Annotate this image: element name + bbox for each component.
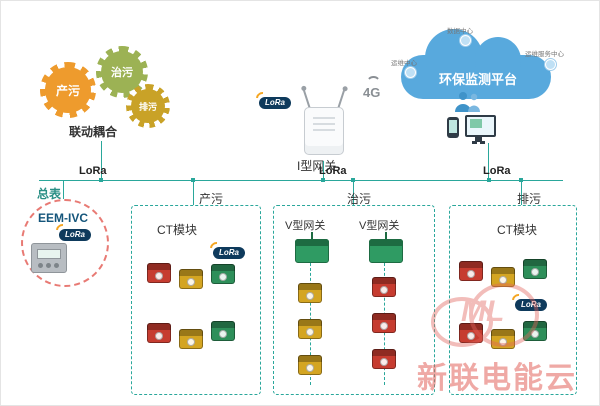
bus-junction xyxy=(99,178,103,182)
4g-signal-icon: 4G xyxy=(363,76,382,100)
main-meter-label: 总表 xyxy=(37,187,62,201)
cloud-node-ops-center: 运维中心 xyxy=(391,60,417,67)
cloud-node-data-center: 数据中心 xyxy=(447,28,473,35)
ct-module-yellow xyxy=(179,269,203,289)
lora-bus-label-left: LoRa xyxy=(79,165,107,177)
bus-junction xyxy=(321,178,325,182)
lora-bus-label-center: LoRa xyxy=(319,165,347,177)
cloud-node-icon xyxy=(405,67,416,78)
gears-caption: 联动耦合 xyxy=(69,125,118,139)
energy-meter-device xyxy=(31,243,67,273)
lora-bus-line xyxy=(39,180,563,181)
lora-badge-production: LoRa xyxy=(213,247,245,259)
ct-module-red xyxy=(372,277,396,297)
bus-junction xyxy=(519,178,523,182)
lora-badge-gateway: LoRa xyxy=(259,97,291,109)
bus-junction xyxy=(191,178,195,182)
cloud-node-icon xyxy=(545,59,556,70)
v-gateway-device xyxy=(295,232,329,263)
monitor-icon xyxy=(465,115,496,142)
gear-production: 产污 xyxy=(40,62,96,118)
connector-bus-meter xyxy=(63,181,64,199)
ct-module-green xyxy=(211,321,235,341)
cloud-platform-title: 环保监测平台 xyxy=(438,72,517,87)
ct-module-yellow xyxy=(491,329,515,349)
ct-module-yellow xyxy=(298,355,322,375)
ct-module-red xyxy=(459,323,483,343)
ct-module-yellow xyxy=(179,329,203,349)
ct-module-yellow xyxy=(491,267,515,287)
phone-icon xyxy=(447,117,459,138)
gear-label: 排污 xyxy=(131,89,165,123)
ct-module-green xyxy=(523,321,547,341)
ct-module-yellow xyxy=(298,319,322,339)
main-meter-group xyxy=(21,199,109,287)
gateway-label: I型网关 xyxy=(297,159,337,173)
cloud-node-service-center: 运维服务中心 xyxy=(525,51,564,58)
lora-badge-discharge: LoRa xyxy=(515,299,547,311)
v-gateway-label-right: V型网关 xyxy=(359,220,400,232)
ct-module-yellow xyxy=(298,283,322,303)
connector-gears-bus xyxy=(101,141,102,180)
lora-bus-label-right: LoRa xyxy=(483,165,511,177)
ct-module-green xyxy=(523,259,547,279)
connector-cloud-bus xyxy=(488,143,489,180)
meter-model: EEM-IVC xyxy=(37,211,88,225)
type1-gateway-device xyxy=(304,107,344,155)
v-gateway-device xyxy=(369,232,403,263)
cloud-shape xyxy=(401,29,551,99)
section-label-production: 产污 xyxy=(199,192,224,206)
connector-bus-box2 xyxy=(353,181,354,205)
gear-discharge: 排污 xyxy=(126,84,170,128)
bus-junction xyxy=(351,178,355,182)
connector-bus-box3 xyxy=(521,181,522,205)
ct-module-red xyxy=(147,323,171,343)
section-label-discharge: 排污 xyxy=(517,192,542,206)
lora-badge-meter: LoRa xyxy=(59,229,91,241)
ct-module-label-discharge: CT模块 xyxy=(497,223,537,237)
cloud-node-icon xyxy=(460,35,471,46)
connector-gateway-bus xyxy=(323,161,324,180)
gear-label: 产污 xyxy=(45,67,91,113)
bus-junction xyxy=(487,178,491,182)
ct-module-red xyxy=(147,263,171,283)
v-gateway-label-left: V型网关 xyxy=(285,220,326,232)
box-production xyxy=(131,205,261,395)
ct-module-red xyxy=(372,313,396,333)
ct-module-red xyxy=(372,349,396,369)
section-label-treatment: 治污 xyxy=(347,192,372,206)
ct-module-green xyxy=(211,264,235,284)
ct-module-red xyxy=(459,261,483,281)
connector-bus-box1 xyxy=(193,181,194,205)
users-icon xyxy=(453,91,483,120)
ct-module-label-production: CT模块 xyxy=(157,223,197,237)
